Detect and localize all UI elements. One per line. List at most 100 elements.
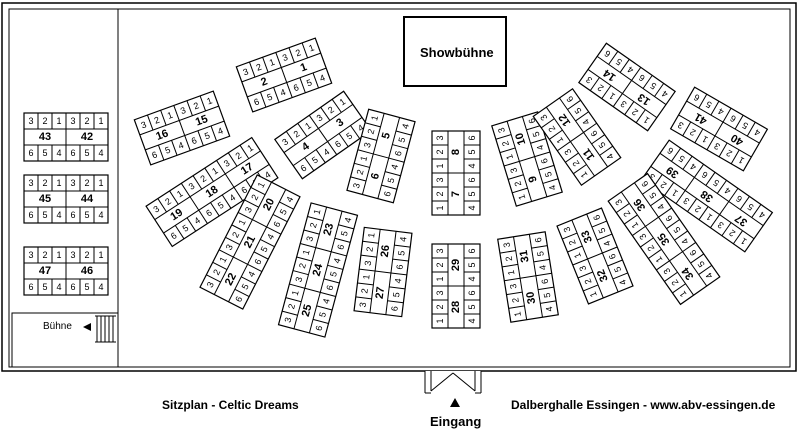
- arrow-up-icon: [450, 398, 460, 407]
- seat-number: 5: [647, 190, 658, 200]
- seat-number: 3: [637, 232, 648, 242]
- seat-number: 2: [570, 158, 581, 168]
- seat-number: 5: [84, 210, 89, 220]
- seat-number: 1: [256, 180, 267, 189]
- seat-number: 6: [28, 148, 33, 158]
- seat-number: 2: [255, 62, 263, 73]
- seat-number: 5: [696, 259, 707, 269]
- seat-number: 6: [299, 163, 309, 174]
- seat-number: 4: [322, 147, 332, 158]
- seat-number: 4: [723, 185, 733, 196]
- seat-number: 4: [56, 282, 61, 292]
- seat-number: 6: [252, 257, 263, 266]
- seat-number: 3: [28, 250, 33, 260]
- seat-number: 3: [363, 260, 374, 266]
- seat-number: 6: [70, 210, 75, 220]
- seat-number: 2: [669, 278, 680, 288]
- seat-number: 1: [700, 134, 709, 145]
- seat-number: 6: [688, 248, 699, 258]
- seat-number: 6: [664, 213, 675, 223]
- showstage-label: Showbühne: [420, 45, 494, 60]
- seat-number: 2: [500, 140, 511, 148]
- table-number: 9: [527, 174, 540, 183]
- seat-number: 1: [98, 116, 103, 126]
- showstage-box: [403, 16, 507, 87]
- seat-number: 1: [312, 208, 323, 215]
- seat-number: 2: [234, 150, 244, 161]
- entrance-doors: [424, 371, 482, 394]
- seat-number: 1: [56, 250, 61, 260]
- seat-number: 1: [98, 250, 103, 260]
- table-number: 22: [223, 271, 239, 287]
- table-number: 43: [39, 131, 51, 143]
- seat-number: 2: [84, 178, 89, 188]
- seat-number: 6: [591, 213, 602, 221]
- seat-number: 2: [630, 107, 640, 118]
- seat-number: 3: [358, 302, 369, 308]
- seat-number: 6: [607, 252, 618, 260]
- seat-number: 2: [42, 116, 47, 126]
- seat-number: 5: [240, 282, 251, 291]
- seat-number: 5: [305, 77, 313, 88]
- table-number: 10: [513, 131, 528, 146]
- seat-number: 1: [217, 255, 228, 264]
- seat-number: 1: [516, 193, 527, 201]
- seat-number: 1: [504, 153, 515, 161]
- seat-number: 5: [648, 80, 658, 91]
- seat-number: 1: [361, 274, 372, 280]
- seat-number: 3: [242, 66, 250, 77]
- seat-number: 6: [28, 210, 33, 220]
- seat-number: 4: [321, 297, 332, 304]
- seat-number: 3: [435, 135, 445, 140]
- table-block-19-18-17: 321321321654654654191817: [145, 136, 279, 248]
- seat-number: 6: [603, 48, 613, 59]
- seat-number: 4: [318, 73, 326, 84]
- seat-number: 6: [734, 193, 744, 204]
- seat-number: 2: [693, 204, 703, 215]
- seat-number: 3: [362, 141, 373, 148]
- seat-number: 6: [382, 190, 393, 197]
- seat-number: 1: [56, 116, 61, 126]
- stairs: [95, 315, 116, 343]
- seat-number: 6: [239, 185, 249, 196]
- seat-number: 6: [28, 282, 33, 292]
- seat-number: 6: [333, 139, 343, 150]
- table-number: 7: [450, 191, 462, 197]
- seat-number: 2: [153, 115, 161, 126]
- seat-number: 2: [286, 303, 297, 310]
- seat-number: 2: [192, 100, 200, 111]
- seat-number: 4: [467, 163, 477, 168]
- seat-number: 1: [210, 165, 220, 176]
- seat-number: 1: [245, 143, 255, 154]
- seat-number: 4: [753, 127, 762, 138]
- seat-number: 3: [281, 52, 289, 63]
- seat-number: 1: [166, 110, 174, 121]
- table-number: 41: [693, 110, 710, 127]
- table-number: 28: [450, 301, 462, 313]
- seat-number: 1: [303, 120, 313, 131]
- seat-number: 6: [540, 278, 551, 285]
- seat-number: 6: [527, 117, 538, 125]
- seat-number: 2: [582, 277, 593, 285]
- seat-number: 1: [554, 136, 565, 146]
- seat-number: 3: [222, 158, 232, 169]
- seat-number: 1: [506, 269, 517, 276]
- table-number: 18: [204, 184, 221, 201]
- seat-number: 5: [542, 292, 553, 299]
- seat-number: 1: [704, 212, 714, 223]
- seat-number: 6: [151, 149, 159, 160]
- seat-number: 4: [263, 169, 273, 180]
- seat-number: 3: [613, 197, 624, 207]
- seat-number: 2: [510, 297, 521, 304]
- seat-number: 3: [716, 220, 726, 231]
- seat-number: 1: [578, 170, 589, 180]
- seat-number: 4: [626, 64, 636, 75]
- table-number: 31: [518, 249, 532, 263]
- seat-number: 6: [313, 325, 324, 332]
